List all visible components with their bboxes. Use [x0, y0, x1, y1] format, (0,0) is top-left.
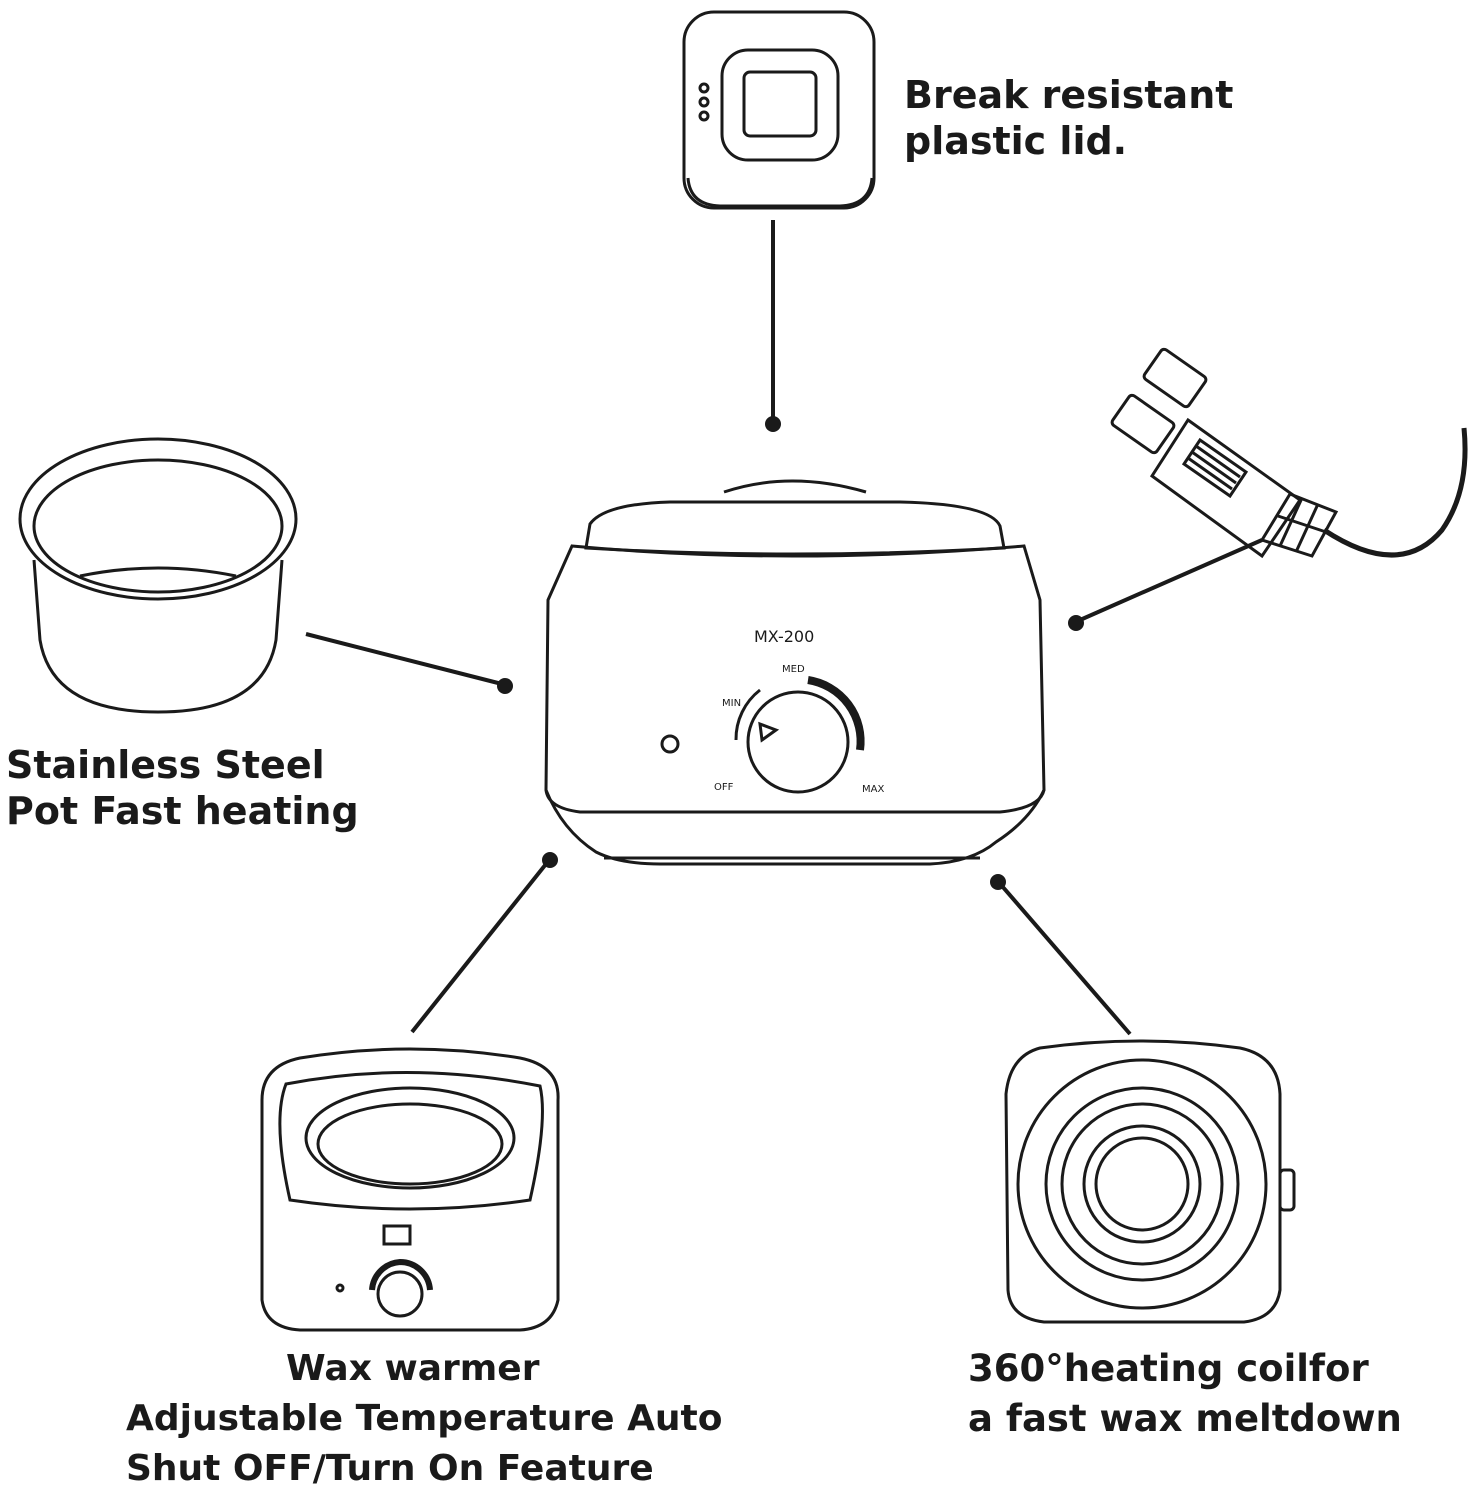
heating-coil-icon	[1004, 1039, 1296, 1324]
lid-label-line-1: Break resistant	[904, 73, 1234, 117]
warmer-label-line-3: Shut OFF/Turn On Feature	[126, 1448, 654, 1489]
dial-mark-off: OFF	[714, 782, 734, 793]
pot-label-line-2: Pot Fast heating	[6, 789, 359, 833]
dial-mark-med: MED	[782, 664, 805, 675]
warmer-icon	[260, 1047, 560, 1332]
warmer-label-line-2: Adjustable Temperature Auto	[126, 1398, 723, 1439]
pot-label-line-1: Stainless Steel	[6, 743, 325, 787]
wax-heater-device: MX-200 MED MIN OFF MAX	[544, 479, 1046, 866]
lid-label-line-2: plastic lid.	[904, 119, 1128, 163]
pot-label: Stainless Steel Pot Fast heating	[6, 742, 359, 834]
lid-icon	[682, 10, 876, 210]
warmer-label: Wax warmer Adjustable Temperature Auto S…	[126, 1344, 723, 1494]
warmer-label-line-1: Wax warmer	[286, 1348, 540, 1389]
lid-label: Break resistant plastic lid.	[904, 72, 1233, 164]
coil-label: 360°heating coilfor a fast wax meltdown	[968, 1344, 1402, 1444]
connector-lines	[305, 220, 1263, 1036]
pot-icon	[18, 437, 298, 714]
dial-mark-max: MAX	[862, 784, 884, 795]
coil-label-line-2: a fast wax meltdown	[968, 1397, 1402, 1440]
coil-label-line-1: 360°heating coilfor	[968, 1347, 1369, 1390]
dial-mark-min: MIN	[722, 698, 741, 709]
device-model-label: MX-200	[754, 627, 814, 646]
plug-icon	[1110, 347, 1468, 559]
